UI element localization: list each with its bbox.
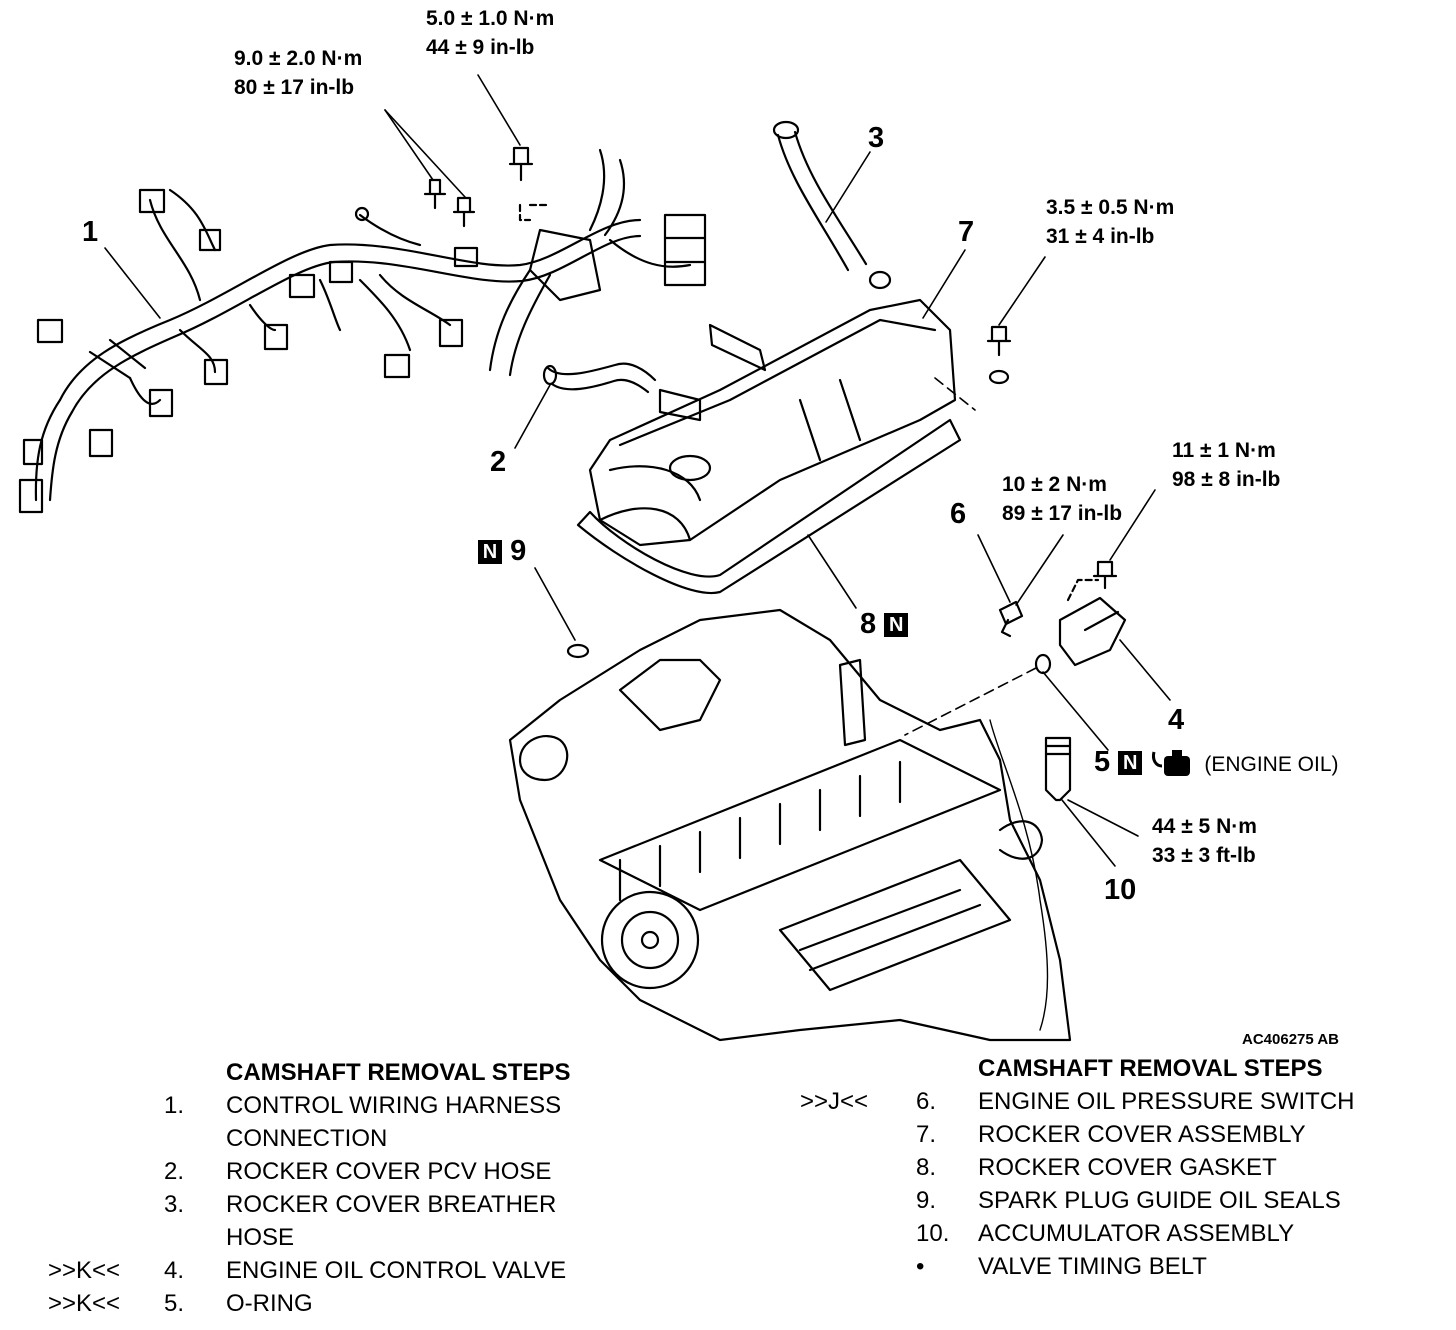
torque-oil-switch: 10 ± 2 N·m 89 ± 17 in-lb [1002,473,1123,525]
wiring-harness-drawing [18,148,707,514]
callout-6: 6 [950,498,967,530]
new-part-mark: N [884,613,909,638]
engine-oil-note: (ENGINE OIL) [1204,753,1339,776]
leader-lines [104,74,1171,867]
pcv-hose-drawing [542,362,657,394]
torque-harness-bracket: 5.0 ± 1.0 N·m 44 ± 9 in-lb [426,7,555,59]
bolt-drawings [423,146,1118,590]
callout-8: 8 N [860,610,909,639]
valve-and-switch-drawing [998,578,1127,802]
callout-3: 3 [868,122,885,154]
oil-seal-drawing [566,643,590,659]
callout-5: 5 N (ENGINE OIL) [1094,746,1339,778]
breather-hose-drawing [772,120,892,290]
torque-cover-bolt: 3.5 ± 0.5 N·m 31 ± 4 in-lb [1046,196,1175,248]
steps-left-title: CAMSHAFT REMOVAL STEPS [226,1059,571,1086]
engine-block-drawing [508,608,1072,1042]
torque-accumulator: 44 ± 5 N·m 33 ± 3 ft-lb [1152,815,1257,867]
new-part-mark: N [1118,751,1143,776]
callout-1: 1 [82,216,99,248]
torque-harness-bolts: 9.0 ± 2.0 N·m 80 ± 17 in-lb [234,47,363,99]
callout-9: N 9 [478,537,526,566]
callout-2: 2 [490,446,507,478]
callout-7: 7 [958,216,975,248]
callout-4: 4 [1168,704,1185,736]
rocker-cover-drawing [576,298,962,595]
new-part-mark: N [478,540,502,565]
oil-can-icon [1152,750,1191,777]
steps-right-title: CAMSHAFT REMOVAL STEPS [978,1055,1323,1082]
figure-code: AC406275 AB [1242,1031,1339,1048]
callout-10: 10 [1104,874,1137,906]
torque-oil-valve-bolt: 11 ± 1 N·m 98 ± 8 in-lb [1172,439,1281,491]
